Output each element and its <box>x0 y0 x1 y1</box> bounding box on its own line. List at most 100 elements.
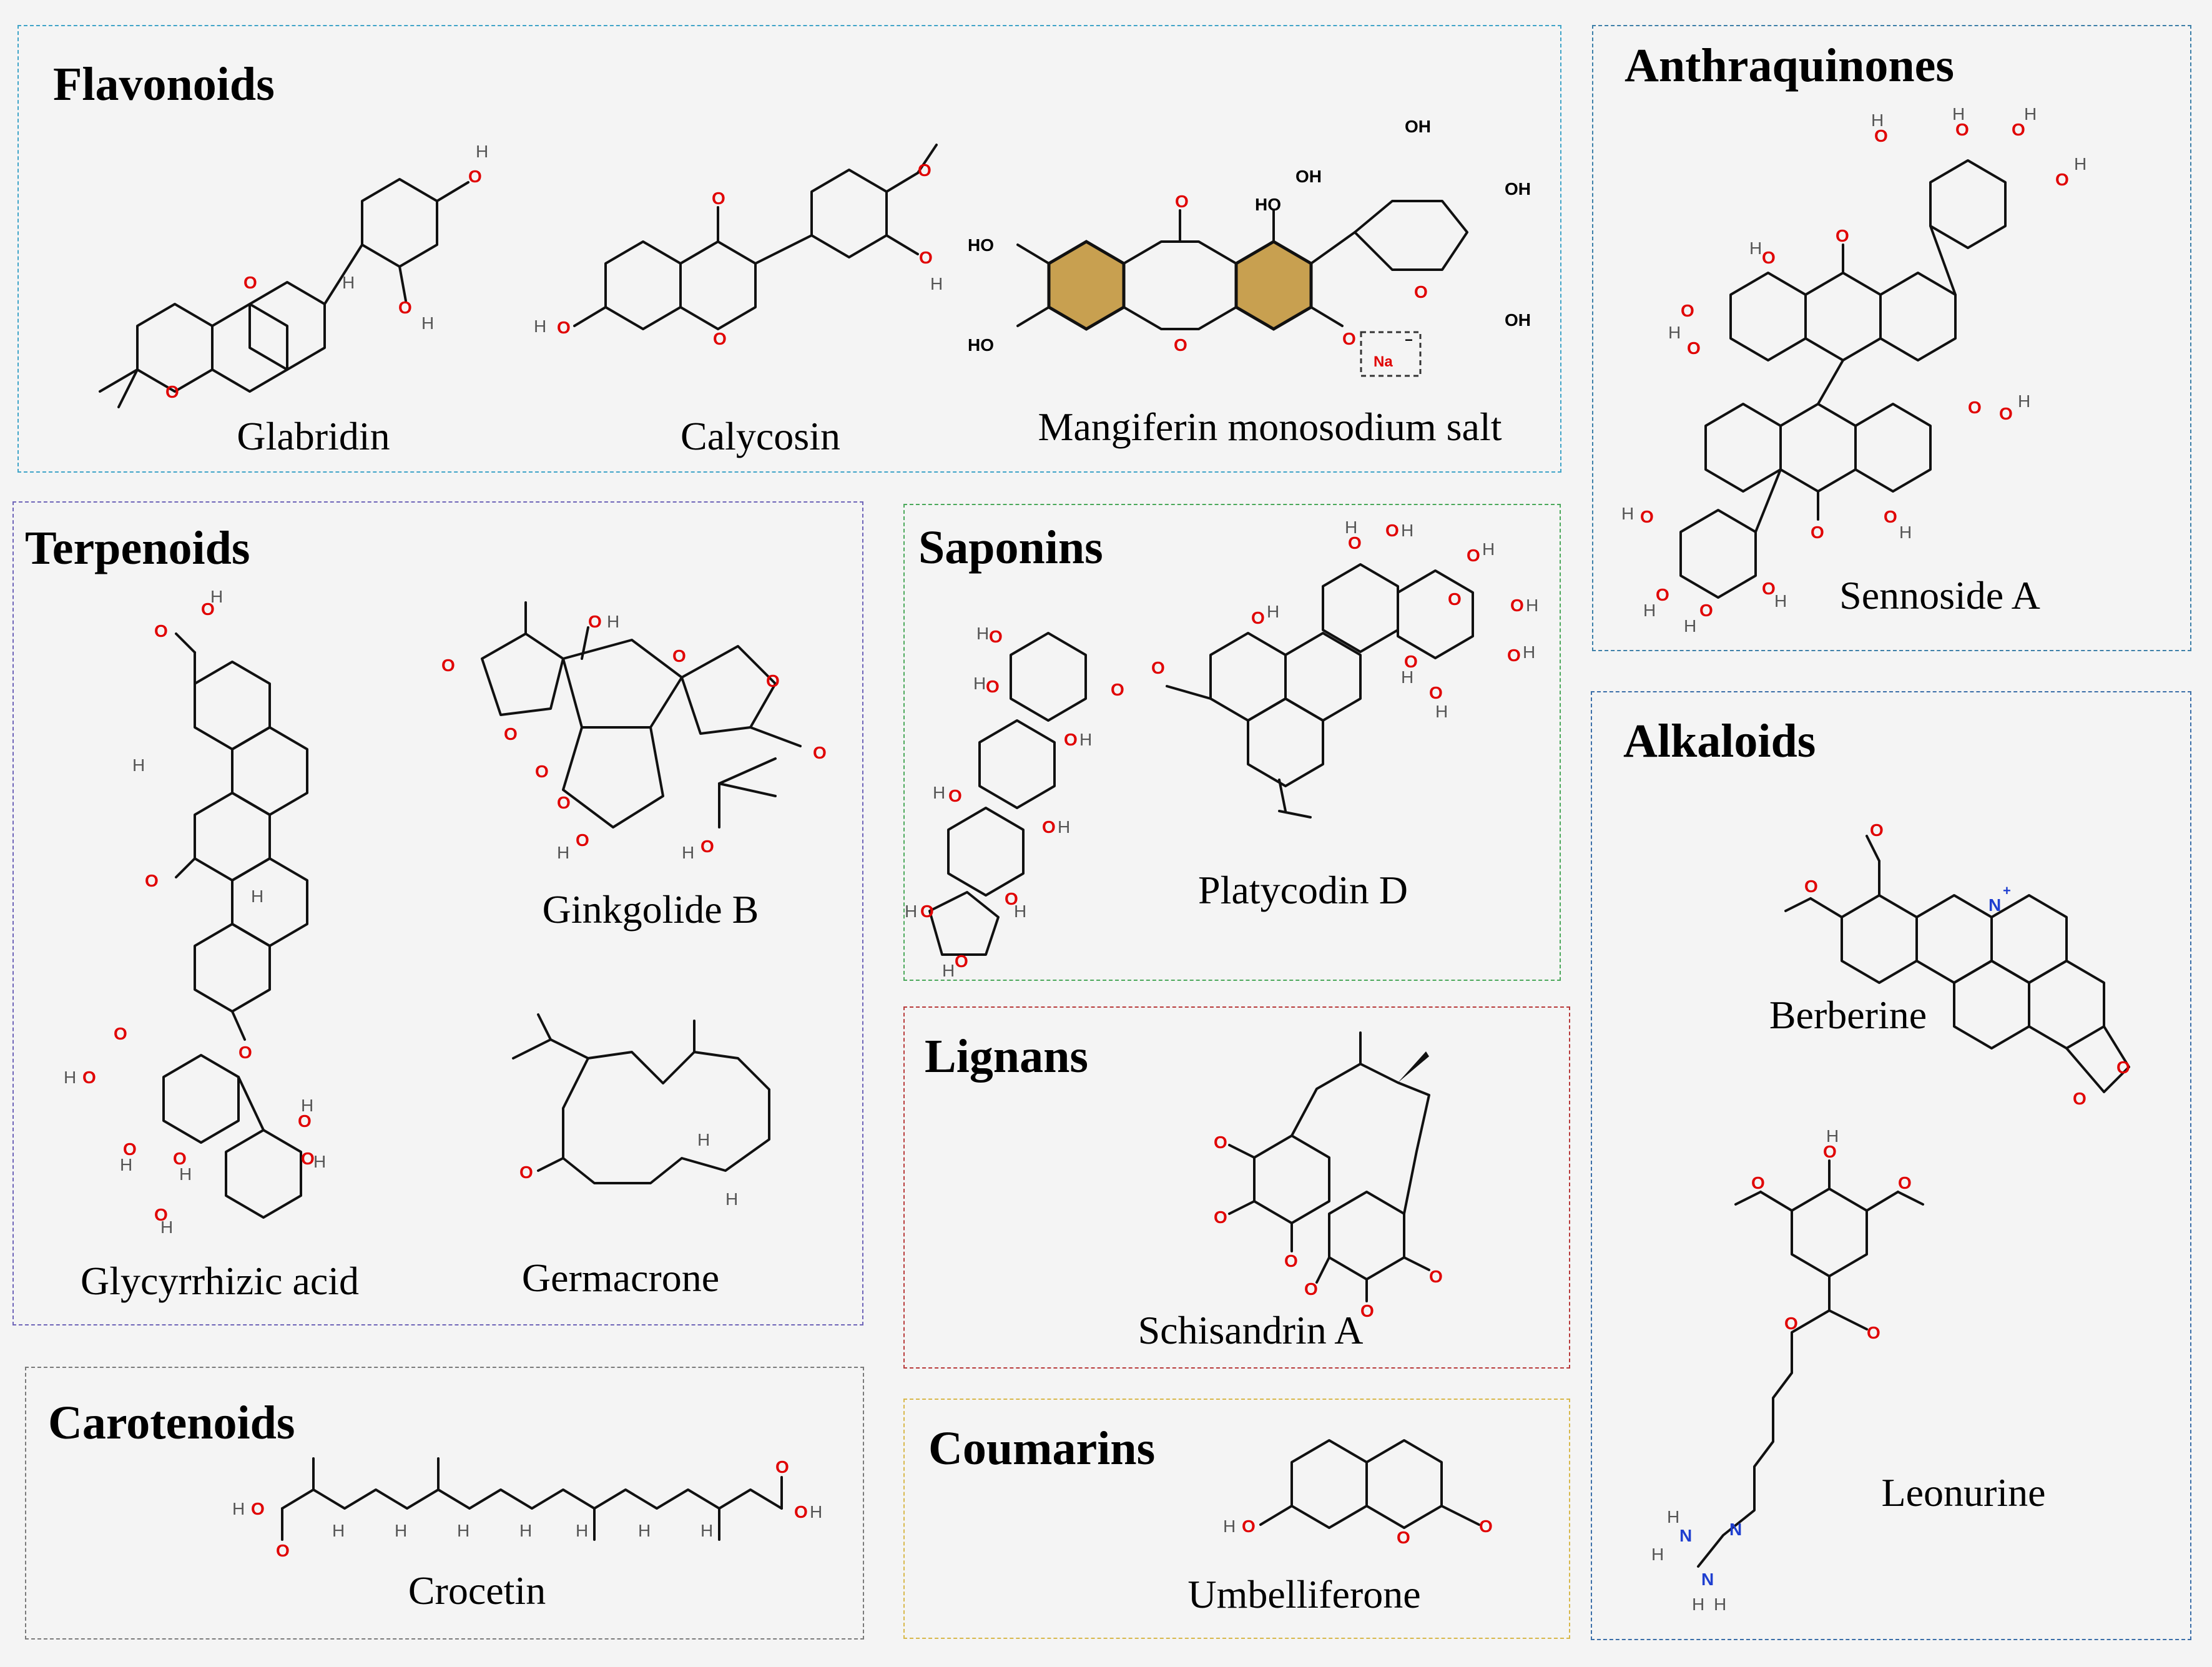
svg-text:O: O <box>1042 817 1056 837</box>
svg-text:O: O <box>955 952 968 971</box>
svg-text:H: H <box>395 1521 407 1540</box>
umbelliferone-structure: O H O O <box>1223 1439 1493 1547</box>
svg-text:O: O <box>1360 1301 1374 1320</box>
svg-text:O: O <box>519 1163 533 1182</box>
svg-text:O: O <box>1823 1142 1837 1161</box>
svg-text:H: H <box>251 887 263 906</box>
svg-text:H: H <box>313 1152 326 1171</box>
leonurine-label: Leonurine <box>1881 1470 2046 1515</box>
coumarins-panel: Coumarins O H O O Umbelliferone <box>903 1399 1570 1639</box>
svg-text:N: N <box>1988 895 2001 915</box>
svg-text:H: H <box>700 1521 713 1540</box>
svg-text:H: H <box>933 783 945 802</box>
svg-text:O: O <box>398 298 412 317</box>
svg-text:N: N <box>1729 1520 1742 1539</box>
calycosin-structure: O O O H O O H <box>534 144 943 348</box>
coumarins-title: Coumarins <box>928 1422 1156 1475</box>
svg-text:H: H <box>557 843 569 862</box>
svg-text:H: H <box>1223 1517 1236 1536</box>
svg-text:H: H <box>1526 596 1538 615</box>
svg-text:O: O <box>766 671 780 691</box>
svg-text:N: N <box>1701 1570 1714 1589</box>
germacrone-structure: O H H <box>512 1013 770 1209</box>
svg-text:O: O <box>238 1043 252 1062</box>
flavonoids-panel: Flavonoids O O O H O H H Glabridin O O O… <box>17 25 1561 473</box>
svg-text:O: O <box>1699 601 1713 620</box>
svg-text:OH: OH <box>1405 117 1431 136</box>
svg-text:O: O <box>1214 1133 1227 1152</box>
mangiferin-label: Mangiferin monosodium salt <box>1038 405 1502 449</box>
svg-text:H: H <box>942 961 955 980</box>
svg-text:H: H <box>534 317 546 336</box>
berberine-structure: O O N + O O <box>1784 820 2130 1108</box>
svg-text:O: O <box>1448 589 1462 609</box>
carotenoids-title: Carotenoids <box>48 1397 295 1449</box>
svg-text:H: H <box>342 273 355 292</box>
sennoside-a-label: Sennoside A <box>1839 573 2040 617</box>
svg-text:H: H <box>1079 730 1092 749</box>
svg-text:H: H <box>973 674 986 693</box>
svg-text:H: H <box>120 1155 132 1174</box>
schisandrin-a-structure: O O O O O O <box>1214 1031 1443 1320</box>
svg-text:O: O <box>1968 398 1982 417</box>
lignans-panel: Lignans O O O O O O Schisandrin A <box>903 1006 1570 1369</box>
svg-text:O: O <box>1342 329 1356 348</box>
svg-text:H: H <box>976 624 989 643</box>
svg-text:OH: OH <box>1295 167 1322 186</box>
svg-text:HO: HO <box>968 235 994 255</box>
svg-text:O: O <box>1151 658 1165 677</box>
svg-text:H: H <box>576 1521 588 1540</box>
svg-text:O: O <box>557 318 571 337</box>
svg-text:H: H <box>682 843 694 862</box>
svg-text:H: H <box>1435 702 1448 721</box>
sennoside-a-structure: O O O H O O H O H O O H O H O H O H O H … <box>1621 104 2087 636</box>
svg-text:O: O <box>1762 579 1776 598</box>
svg-text:O: O <box>1284 1251 1298 1271</box>
svg-text:H: H <box>1871 111 1884 130</box>
svg-text:O: O <box>557 793 571 812</box>
calycosin-label: Calycosin <box>681 414 840 458</box>
svg-text:O: O <box>1656 585 1669 604</box>
svg-text:O: O <box>1385 521 1399 540</box>
svg-text:O: O <box>989 627 1003 646</box>
ginkgolide-b-structure: O O O H O O O O O H O H O <box>441 601 827 862</box>
terpenoids-title: Terpenoids <box>25 522 250 574</box>
svg-text:H: H <box>2074 154 2087 174</box>
glabridin-label: Glabridin <box>237 414 390 458</box>
svg-text:H: H <box>697 1130 710 1149</box>
svg-text:H: H <box>1014 902 1026 921</box>
svg-text:H: H <box>1401 521 1413 540</box>
svg-text:O: O <box>1479 1517 1493 1536</box>
lignans-title: Lignans <box>925 1030 1088 1083</box>
svg-text:O: O <box>1005 889 1018 908</box>
svg-text:O: O <box>794 1502 808 1522</box>
leonurine-structure: O H O O O O N N H H N H H <box>1651 1126 1924 1614</box>
svg-text:O: O <box>1348 533 1362 553</box>
svg-text:O: O <box>1884 507 1897 526</box>
svg-text:O: O <box>1111 680 1124 699</box>
svg-text:O: O <box>1955 120 1969 139</box>
svg-text:Na: Na <box>1374 353 1393 370</box>
svg-text:H: H <box>1523 642 1535 662</box>
svg-text:H: H <box>476 142 488 161</box>
alkaloids-panel: Alkaloids O O N + O O Berberine O H O O … <box>1591 691 2191 1640</box>
svg-text:H: H <box>1267 602 1279 621</box>
svg-text:H: H <box>1684 616 1696 636</box>
svg-text:H: H <box>930 274 943 293</box>
crocetin-label: Crocetin <box>408 1568 546 1613</box>
svg-text:O: O <box>1751 1173 1765 1192</box>
svg-text:H: H <box>1899 523 1912 542</box>
svg-text:O: O <box>1687 338 1701 358</box>
glycyrrhizic-acid-structure: O H O O O O O H O H O H O H O H O H H H <box>64 587 326 1237</box>
svg-text:O: O <box>201 599 215 619</box>
svg-text:O: O <box>1304 1279 1318 1299</box>
svg-text:O: O <box>1414 282 1428 302</box>
svg-text:O: O <box>1429 683 1443 702</box>
svg-text:H: H <box>1774 591 1787 611</box>
svg-text:O: O <box>1999 404 2013 423</box>
platycodin-d-label: Platycodin D <box>1198 868 1408 912</box>
svg-text:O: O <box>1404 652 1418 671</box>
svg-text:O: O <box>243 273 257 292</box>
terpenoids-panel: Terpenoids O H O O O O O H O H O H O H O… <box>12 501 863 1325</box>
svg-text:O: O <box>114 1024 127 1043</box>
